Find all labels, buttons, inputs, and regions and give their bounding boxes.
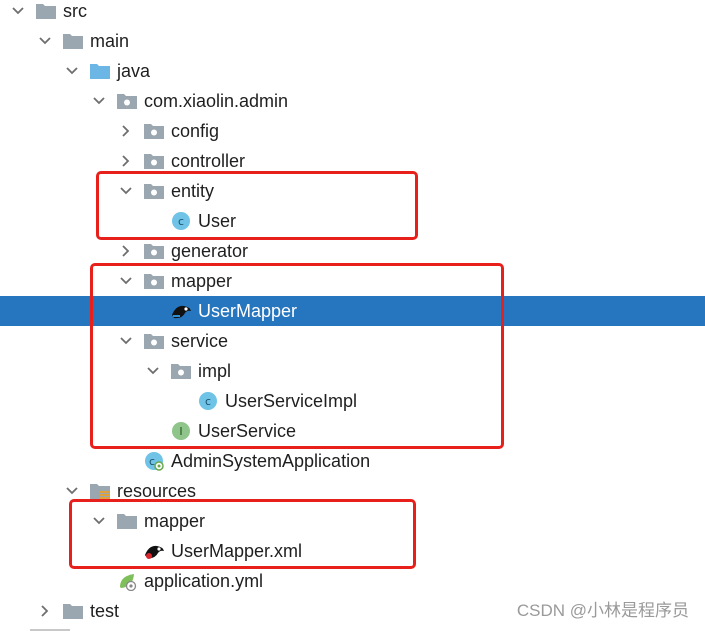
chevron-down-icon[interactable] xyxy=(64,63,80,79)
tree-node-mapper-9[interactable]: mapper xyxy=(0,266,705,296)
mybatis-xml-icon xyxy=(143,541,165,561)
tree-node-label: service xyxy=(171,331,229,351)
divider xyxy=(30,629,70,631)
package-icon xyxy=(143,181,165,201)
tree-node-service-11[interactable]: service xyxy=(0,326,705,356)
svg-text:c: c xyxy=(178,215,184,228)
chevron-down-icon[interactable] xyxy=(10,3,26,19)
resources-folder-icon xyxy=(89,481,111,501)
tree-node-label: application.yml xyxy=(144,571,264,591)
tree-node-com-xiaolin-admin-3[interactable]: com.xiaolin.admin xyxy=(0,86,705,116)
highlight-box-resources-mapper xyxy=(69,499,416,569)
folder-gray-icon xyxy=(62,31,84,51)
tree-node-label: resources xyxy=(117,481,197,501)
chevron-down-icon[interactable] xyxy=(64,483,80,499)
tree-node-label: controller xyxy=(171,151,246,171)
package-icon xyxy=(143,331,165,351)
tree-node-resources-16[interactable]: resources xyxy=(0,476,705,506)
tree-node-label: UserServiceImpl xyxy=(225,391,358,411)
svg-text:I: I xyxy=(179,425,182,438)
package-icon xyxy=(170,361,192,381)
tree-node-label: UserMapper xyxy=(198,301,298,321)
class-icon: c xyxy=(197,391,219,411)
chevron-down-icon[interactable] xyxy=(118,273,134,289)
tree-node-label: java xyxy=(117,61,151,81)
package-icon xyxy=(143,271,165,291)
tree-node-label: mapper xyxy=(171,271,233,291)
interface-icon: I xyxy=(170,421,192,441)
tree-node-impl-12[interactable]: impl xyxy=(0,356,705,386)
tree-node-label: AdminSystemApplication xyxy=(171,451,371,471)
chevron-right-icon[interactable] xyxy=(118,153,134,169)
tree-node-application-yml-19[interactable]: application.yml xyxy=(0,566,705,596)
tree-node-label: generator xyxy=(171,241,249,261)
tree-node-adminsystemapplication-15[interactable]: c AdminSystemApplication xyxy=(0,446,705,476)
highlight-box-entity xyxy=(96,171,418,240)
tree-node-label: test xyxy=(90,601,120,621)
tree-node-label: mapper xyxy=(144,511,206,531)
package-icon xyxy=(143,121,165,141)
folder-gray-icon xyxy=(116,511,138,531)
tree-node-test-20[interactable]: test xyxy=(0,596,705,626)
tree-node-label: config xyxy=(171,121,220,141)
folder-blue-icon xyxy=(89,61,111,81)
class-icon: c xyxy=(170,211,192,231)
tree-node-label: entity xyxy=(171,181,215,201)
tree-node-label: UserMapper.xml xyxy=(171,541,303,561)
chevron-down-icon[interactable] xyxy=(118,333,134,349)
tree-node-src-0[interactable]: src xyxy=(0,0,705,26)
tree-node-usermapper-10[interactable]: UserMapper xyxy=(0,296,705,326)
tree-node-label: com.xiaolin.admin xyxy=(144,91,289,111)
package-icon xyxy=(143,151,165,171)
svg-text:c: c xyxy=(149,455,155,468)
spring-yml-icon xyxy=(116,571,138,591)
tree-node-controller-5[interactable]: controller xyxy=(0,146,705,176)
tree-node-generator-8[interactable]: generator xyxy=(0,236,705,266)
chevron-down-icon[interactable] xyxy=(91,513,107,529)
svg-text:c: c xyxy=(205,395,211,408)
package-icon xyxy=(116,91,138,111)
chevron-right-icon[interactable] xyxy=(37,603,53,619)
tree-node-label: UserService xyxy=(198,421,297,441)
tree-node-usermapper-xml-18[interactable]: UserMapper.xml xyxy=(0,536,705,566)
tree-node-label: src xyxy=(63,1,87,21)
package-icon xyxy=(143,241,165,261)
mybatis-bird-icon xyxy=(170,301,192,321)
chevron-down-icon[interactable] xyxy=(118,183,134,199)
chevron-right-icon[interactable] xyxy=(118,243,134,259)
chevron-down-icon[interactable] xyxy=(91,93,107,109)
chevron-right-icon[interactable] xyxy=(118,123,134,139)
tree-node-label: main xyxy=(90,31,130,51)
folder-gray-icon xyxy=(35,1,57,21)
folder-gray-icon xyxy=(62,601,84,621)
highlight-box-mapper-service xyxy=(90,263,504,449)
tree-node-user-7[interactable]: c User xyxy=(0,206,705,236)
tree-node-label: User xyxy=(198,211,237,231)
chevron-down-icon[interactable] xyxy=(145,363,161,379)
chevron-down-icon[interactable] xyxy=(37,33,53,49)
tree-node-entity-6[interactable]: entity xyxy=(0,176,705,206)
tree-node-main-1[interactable]: main xyxy=(0,26,705,56)
tree-node-mapper-17[interactable]: mapper xyxy=(0,506,705,536)
tree-node-userserviceimpl-13[interactable]: c UserServiceImpl xyxy=(0,386,705,416)
tree-node-java-2[interactable]: java xyxy=(0,56,705,86)
tree-node-config-4[interactable]: config xyxy=(0,116,705,146)
tree-node-userservice-14[interactable]: I UserService xyxy=(0,416,705,446)
watermark-text: CSDN @小林是程序员 xyxy=(516,601,689,620)
spring-boot-class-icon: c xyxy=(143,451,165,471)
tree-node-label: impl xyxy=(198,361,232,381)
